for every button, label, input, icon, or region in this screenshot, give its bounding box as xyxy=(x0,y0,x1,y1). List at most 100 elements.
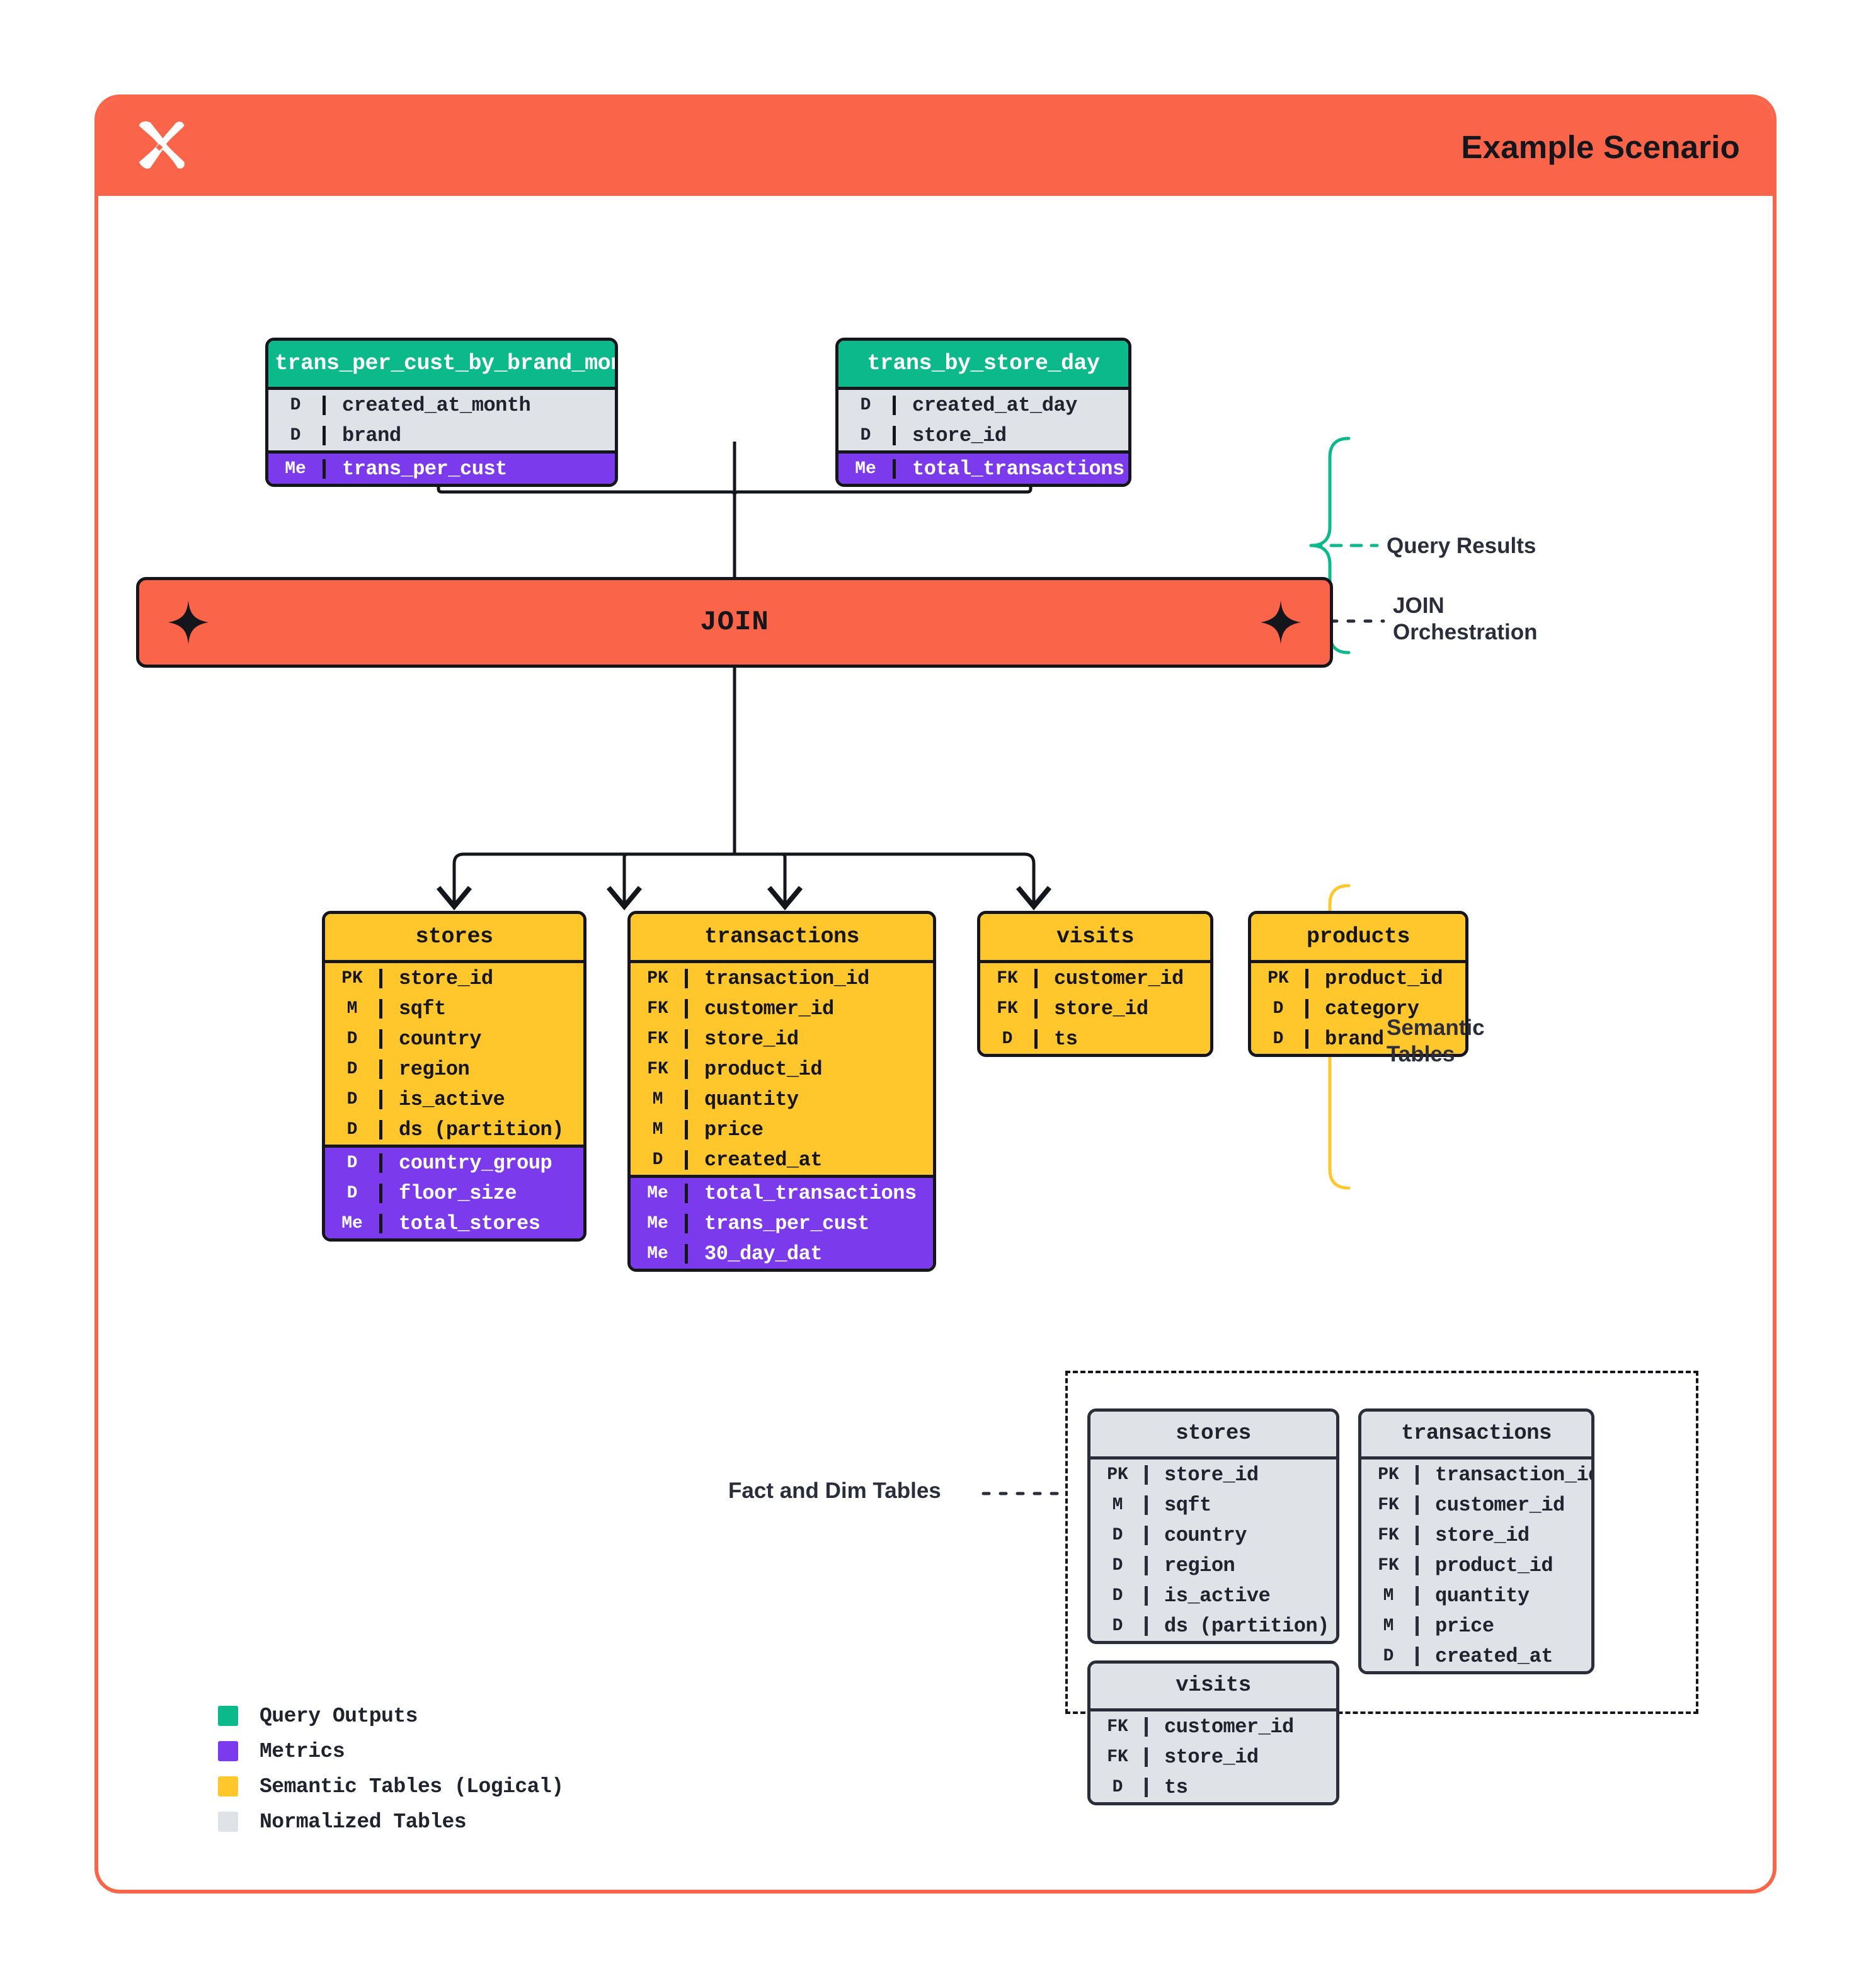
col-kind: D xyxy=(1361,1646,1419,1666)
col-kind: FK xyxy=(1361,1555,1419,1575)
legend-swatch-icon xyxy=(218,1706,238,1726)
col-name: customer_id xyxy=(1164,1715,1294,1739)
table-title: stores xyxy=(1090,1412,1336,1456)
col-kind: Me xyxy=(268,459,326,479)
table-row: PK transaction_id xyxy=(631,963,933,993)
col-name: sqft xyxy=(1164,1493,1211,1517)
col-name: country_group xyxy=(399,1151,552,1175)
annotation-join-orchestration: JOIN Orchestration xyxy=(1393,593,1538,646)
col-name: store_id xyxy=(912,423,1007,447)
col-name: created_at xyxy=(704,1148,823,1172)
col-name: store_id xyxy=(704,1027,799,1051)
col-name: created_at_month xyxy=(342,393,531,417)
col-kind: PK xyxy=(1090,1465,1148,1485)
col-kind: D xyxy=(325,1089,382,1109)
col-kind: Me xyxy=(631,1243,688,1264)
table-title: stores xyxy=(325,914,583,960)
query-result-table-trans-by-store-day[interactable]: trans_by_store_day D created_at_day D st… xyxy=(835,338,1131,487)
col-name: transaction_id xyxy=(704,966,869,990)
metric-rows: Me total_transactions xyxy=(838,450,1128,484)
table-row: D brand xyxy=(268,420,615,450)
col-name: created_at xyxy=(1435,1644,1553,1668)
butterfly-x-logo-icon xyxy=(131,119,188,176)
table-row: D store_id xyxy=(838,420,1128,450)
col-name: ts xyxy=(1164,1775,1188,1799)
col-kind: PK xyxy=(1251,968,1308,988)
table-row: D created_at_month xyxy=(268,390,615,420)
legend-item-metrics: Metrics xyxy=(218,1734,564,1769)
col-name: ds (partition) xyxy=(399,1117,564,1141)
col-kind: D xyxy=(1090,1525,1148,1545)
diagram-canvas: trans_per_cust_by_brand_month D created_… xyxy=(98,196,1773,1890)
dimension-rows: D created_at_month D brand xyxy=(268,390,615,450)
col-kind: PK xyxy=(1361,1465,1419,1485)
col-kind: M xyxy=(1090,1495,1148,1515)
col-kind: D xyxy=(325,1119,382,1140)
col-name: is_active xyxy=(399,1087,505,1111)
table-row: Me trans_per_cust xyxy=(268,454,615,484)
col-kind: FK xyxy=(1361,1525,1419,1545)
col-kind: M xyxy=(1361,1616,1419,1636)
table-title: transactions xyxy=(1361,1412,1591,1456)
col-kind: D xyxy=(325,1183,382,1203)
table-row: Me total_transactions xyxy=(838,454,1128,484)
sparkle-icon xyxy=(168,600,209,644)
annotation-fact-and-dim-tables: Fact and Dim Tables xyxy=(728,1478,941,1503)
diagram-card: Example Scenario xyxy=(94,94,1777,1894)
col-kind: D xyxy=(268,425,326,445)
col-kind: Me xyxy=(838,459,896,479)
col-name: ds (partition) xyxy=(1164,1614,1329,1638)
sparkle-icon xyxy=(1261,600,1301,644)
col-kind: D xyxy=(1090,1585,1148,1606)
fact-and-dim-group xyxy=(1065,1371,1698,1714)
col-name: total_stores xyxy=(399,1211,541,1235)
table-row: D created_at_day xyxy=(838,390,1128,420)
col-name: floor_size xyxy=(399,1181,517,1205)
legend-label: Normalized Tables xyxy=(260,1810,467,1834)
page-title: Example Scenario xyxy=(1461,129,1740,165)
col-kind: D xyxy=(1090,1777,1148,1797)
col-kind: PK xyxy=(631,968,688,988)
col-kind: D xyxy=(325,1059,382,1079)
query-result-table-trans-per-cust-by-brand-month[interactable]: trans_per_cust_by_brand_month D created_… xyxy=(265,338,618,487)
annotation-line-2: Tables xyxy=(1387,1042,1455,1066)
col-kind: Me xyxy=(325,1213,382,1233)
join-label: JOIN xyxy=(700,607,769,638)
join-orchestration-bar[interactable]: JOIN xyxy=(136,577,1333,668)
col-name: brand xyxy=(1325,1027,1384,1051)
col-name: total_transactions xyxy=(912,457,1124,481)
metric-rows: Me trans_per_cust xyxy=(268,450,615,484)
